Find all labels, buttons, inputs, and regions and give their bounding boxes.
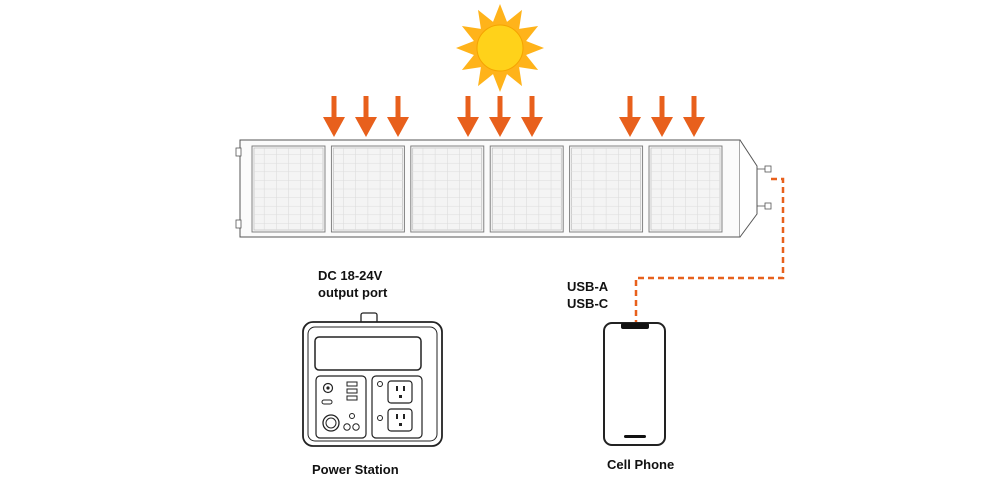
panel-connector-box <box>739 139 758 238</box>
panel-hinge-left-top <box>235 147 242 157</box>
station-ac-outlet-2 <box>387 408 413 432</box>
dc-port-label-line1: DC 18-24V <box>318 268 383 283</box>
dc-port-label-line2: output port <box>318 285 388 300</box>
arrow-down-icon <box>521 96 543 137</box>
phone-home-bar <box>624 435 646 438</box>
station-usb-port-3 <box>346 395 358 401</box>
station-dc-socket-core <box>326 386 330 390</box>
cell-phone-icon <box>603 322 666 446</box>
station-ac-outlet-2-slot-b <box>403 414 405 419</box>
solar-cell <box>251 145 326 233</box>
arrow-down-icon <box>651 96 673 137</box>
arrow-down-icon <box>323 96 345 137</box>
station-indicator <box>349 413 355 419</box>
sunlight-arrows <box>323 96 705 137</box>
solar-cell <box>489 145 564 233</box>
solar-cell <box>648 145 723 233</box>
sun-icon <box>456 4 544 92</box>
panel-port-top <box>764 165 772 173</box>
station-ac-outlet-2-ground <box>399 423 402 426</box>
station-ac-led <box>377 381 383 387</box>
station-ac-outlet-1-slot-a <box>396 386 398 391</box>
arrow-down-icon <box>619 96 641 137</box>
station-usb-port-2 <box>346 388 358 394</box>
arrow-down-icon <box>683 96 705 137</box>
station-ac-led-2 <box>377 415 383 421</box>
power-station-label: Power Station <box>312 462 399 477</box>
station-body-inner <box>307 326 438 442</box>
power-station-icon <box>302 312 443 447</box>
station-usb-port-1 <box>346 381 358 387</box>
arrow-down-icon <box>355 96 377 137</box>
cell-phone-label: Cell Phone <box>607 457 675 472</box>
solar-cell <box>330 145 405 233</box>
phone-notch <box>621 323 649 329</box>
station-car-socket-1 <box>343 423 351 431</box>
panel-hinge-left-bottom <box>235 219 242 229</box>
station-ac-outlet-1-slot-b <box>403 386 405 391</box>
station-car-socket-2 <box>352 423 360 431</box>
station-usbc-port <box>321 399 333 405</box>
cable-icon <box>634 177 785 326</box>
station-display <box>314 336 422 371</box>
station-power-button-inner <box>325 417 337 429</box>
arrow-down-icon <box>387 96 409 137</box>
panel-cells <box>251 145 723 233</box>
station-ac-outlet-1 <box>387 380 413 404</box>
sun-disc <box>476 24 524 72</box>
arrow-down-icon <box>489 96 511 137</box>
solar-cell <box>410 145 485 233</box>
solar-cell <box>569 145 644 233</box>
phone-body <box>603 322 666 446</box>
panel-port-bottom <box>764 202 772 210</box>
arrow-down-icon <box>457 96 479 137</box>
station-ac-outlet-1-ground <box>399 395 402 398</box>
solar-panel-icon <box>235 139 772 238</box>
usb-c-label: USB-C <box>567 296 609 311</box>
usb-a-label: USB-A <box>567 279 609 294</box>
station-ac-outlet-2-slot-a <box>396 414 398 419</box>
